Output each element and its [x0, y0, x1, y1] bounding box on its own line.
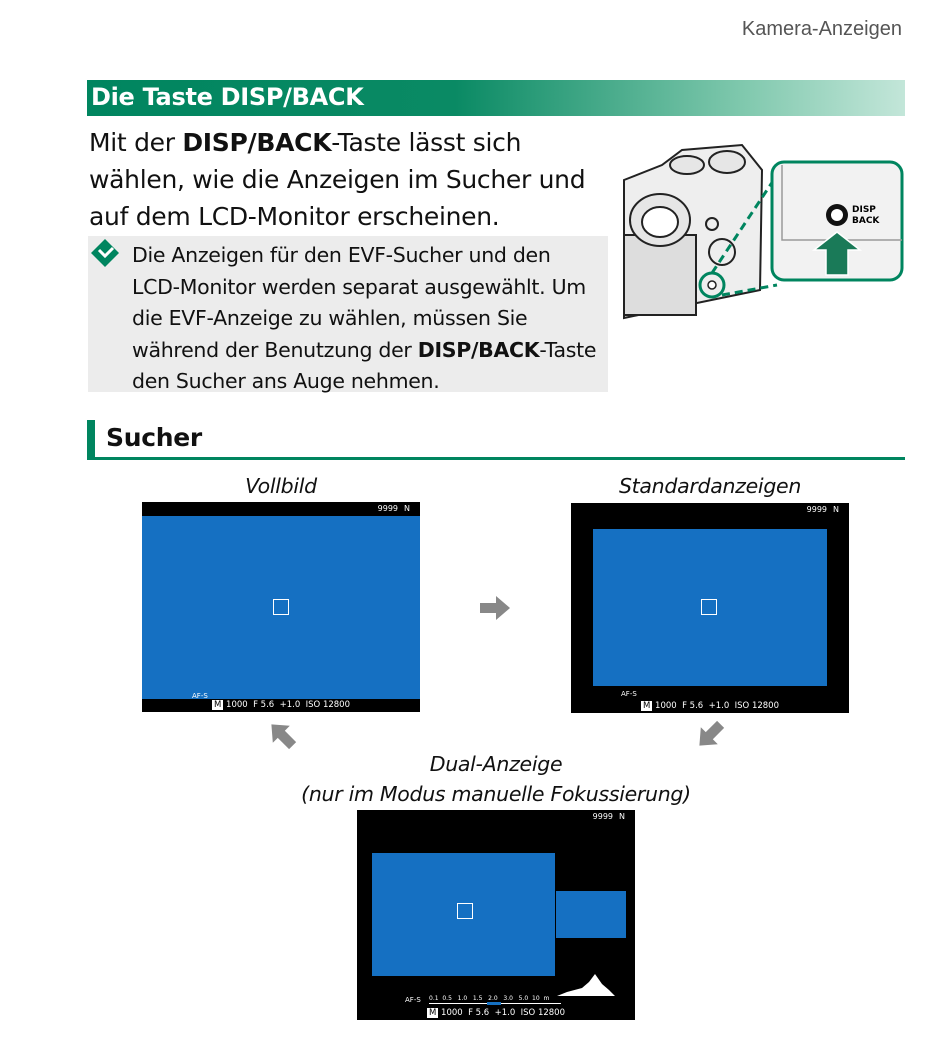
focus-mode: AF-S — [192, 692, 208, 700]
back-label: BACK — [852, 216, 880, 226]
shutter: 1000 — [655, 701, 677, 711]
heading-marker — [87, 420, 95, 460]
exposure: +1.0 — [279, 700, 301, 710]
section-title: Die Taste DISP/BACK — [91, 83, 364, 111]
distance-scale: 0.1 0.5 1.0 1.5 2.0 3.0 5.0 10 m — [429, 995, 550, 1002]
exposure: +1.0 — [708, 701, 730, 711]
frames-remaining: 9999 — [592, 812, 613, 821]
mode: M — [427, 1008, 439, 1018]
quality: N — [404, 504, 410, 513]
frames-remaining: 9999 — [806, 505, 827, 514]
shutter: 1000 — [441, 1008, 463, 1018]
note-box: Die Anzeigen für den EVF-Sucher und den … — [88, 236, 608, 393]
note-post: -Taste den Sucher ans Auge nehmen. — [132, 337, 597, 394]
section-title-bar: Die Taste DISP/BACK — [87, 80, 905, 116]
camera-illustration: DISP BACK — [623, 143, 904, 320]
aperture: F 5.6 — [253, 700, 275, 710]
aperture: F 5.6 — [468, 1008, 490, 1018]
quality: N — [833, 505, 839, 514]
subsection-heading: Sucher — [87, 420, 905, 460]
iso: ISO 12800 — [734, 701, 779, 711]
live-view — [593, 529, 827, 686]
label-standard: Standardanzeigen — [618, 474, 802, 498]
exposure-readout: M 1000 F 5.6 +1.0 ISO 12800 — [571, 701, 849, 712]
iso: ISO 12800 — [520, 1008, 565, 1018]
exposure-readout: M 1000 F 5.6 +1.0 ISO 12800 — [357, 1008, 635, 1019]
focus-frame — [457, 903, 473, 919]
exposure-readout: M 1000 F 5.6 +1.0 ISO 12800 — [142, 700, 420, 711]
subsection-title: Sucher — [106, 423, 202, 452]
iso: ISO 12800 — [305, 700, 350, 710]
note-text: Die Anzeigen für den EVF-Sucher und den … — [132, 240, 602, 398]
intro-pre: Mit der — [89, 128, 183, 157]
label-dual-note: (nur im Modus manuelle Fokussierung) — [301, 782, 691, 806]
arrow-right-icon — [480, 596, 510, 620]
screen-full: 9999 N M 1000 F 5.6 +1.0 ISO 12800 AF-S — [142, 502, 420, 712]
arrow-down-left-icon — [699, 720, 725, 746]
focus-frame — [701, 599, 717, 615]
frames-remaining: 9999 — [377, 504, 398, 513]
live-view — [372, 853, 555, 976]
mode: M — [641, 701, 653, 711]
aperture: F 5.6 — [682, 701, 704, 711]
histogram — [557, 974, 615, 996]
intro-bold: DISP/BACK — [182, 128, 332, 157]
focus-mode: AF-S — [621, 690, 637, 698]
focus-assist-view — [556, 891, 626, 938]
focus-mode: AF-S — [405, 996, 421, 1004]
shutter: 1000 — [226, 700, 248, 710]
exposure: +1.0 — [494, 1008, 516, 1018]
focus-frame — [273, 599, 289, 615]
live-view — [142, 516, 420, 699]
mode: M — [212, 700, 224, 710]
screen-dual: 9999 N AF-S 0.1 0.5 1.0 1.5 2.0 3.0 5.0 1… — [357, 810, 635, 1020]
arrow-up-left-icon — [271, 724, 297, 750]
label-dual: Dual-Anzeige — [429, 752, 563, 776]
note-pre: Die Anzeigen für den EVF-Sucher und den … — [132, 243, 586, 362]
intro-post: -Taste lässt sich wählen, wie die Anzeig… — [89, 128, 586, 231]
note-icon — [91, 239, 119, 267]
intro-text: Mit der DISP/BACK-Taste lässt sich wähle… — [89, 124, 614, 235]
disp-label: DISP — [852, 205, 876, 215]
quality: N — [619, 812, 625, 821]
note-bold: DISP/BACK — [417, 337, 540, 362]
running-header: Kamera-Anzeigen — [741, 18, 902, 40]
label-full: Vollbild — [245, 474, 317, 498]
screen-standard: 9999 N AF-S M 1000 F 5.6 +1.0 ISO 12800 — [571, 503, 849, 713]
focus-indicator — [487, 1002, 501, 1005]
